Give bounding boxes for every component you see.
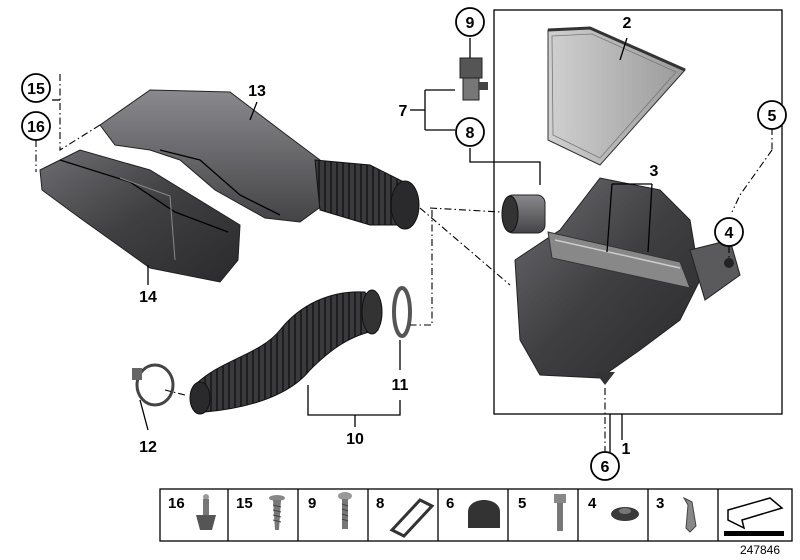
callout-15-text: 15: [27, 81, 45, 98]
part-11-seal-ring: [392, 286, 412, 338]
screw-icon: [338, 492, 352, 529]
callout-5: 5: [757, 100, 787, 130]
grommet-icon: [611, 507, 639, 521]
diagram-reference-number: 247846: [740, 543, 780, 557]
part-14-air-duct-lower: [39, 149, 241, 283]
callout-1-text: 1: [622, 441, 631, 458]
callout-16-text: 16: [27, 119, 45, 136]
callout-6-text: 6: [601, 459, 610, 476]
bolt-icon: [554, 494, 566, 531]
callout-9: 9: [455, 7, 485, 37]
part-10-intake-hose: [189, 289, 383, 415]
part-12-hose-clamp: [132, 363, 175, 407]
part-2-filter-element: [547, 26, 686, 166]
bar-number-15: 15: [236, 495, 253, 512]
callout-4: 4: [714, 217, 744, 247]
bar-number-5: 5: [518, 495, 526, 512]
callout-14-text: 14: [139, 289, 157, 306]
bar-number-4: 4: [588, 495, 597, 512]
callout-9-text: 9: [466, 15, 475, 32]
callout-3-text: 3: [650, 163, 659, 180]
callout-15: 15: [21, 73, 51, 103]
part-4-grommet-location: [724, 258, 734, 268]
callout-6: 6: [590, 451, 620, 481]
part-1-filter-housing: [501, 177, 741, 385]
rubber-cap-icon: [468, 500, 500, 528]
callout-12-text: 12: [139, 439, 157, 456]
callout-8-text: 8: [466, 125, 475, 142]
dash-lines: [35, 74, 773, 452]
callout-7-text: 7: [399, 103, 408, 120]
callout-11-text: 11: [392, 377, 409, 394]
callout-4-text: 4: [725, 225, 734, 242]
bar-number-8: 8: [376, 495, 384, 512]
callout-10-text: 10: [346, 431, 364, 448]
callout-8: 8: [455, 117, 485, 147]
parts-bar: 16 15 9 8 6 5: [159, 488, 793, 542]
callout-13-text: 13: [248, 83, 266, 100]
clip-rivet-icon: [196, 494, 216, 530]
callout-5-text: 5: [768, 108, 777, 125]
callout-16: 16: [21, 111, 51, 141]
screw-icon: [269, 495, 285, 530]
bar-number-3: 3: [656, 495, 664, 512]
part-13-air-duct-upper: [99, 89, 420, 230]
bar-number-6: 6: [446, 495, 454, 512]
seal-ring-icon: [389, 498, 435, 538]
bar-number-16: 16: [168, 495, 185, 512]
clamp-clip-icon: [682, 496, 697, 533]
orientation-arrow-icon: [724, 497, 784, 536]
part-9-8-sensor: [459, 57, 488, 101]
bar-number-9: 9: [308, 495, 316, 512]
leader-lines: [52, 37, 653, 452]
callout-2-text: 2: [623, 15, 632, 32]
